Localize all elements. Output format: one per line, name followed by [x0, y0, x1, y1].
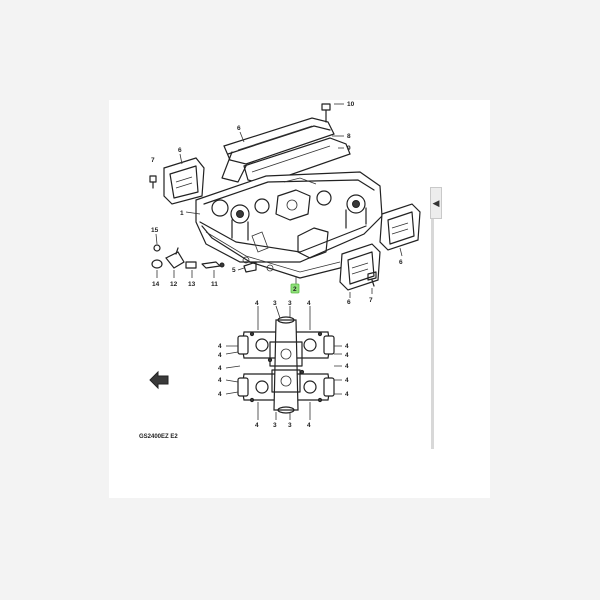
callout-4[interactable]: 4: [255, 422, 259, 429]
callout-labels: 10 8 9 6 7 6 1 15 5 14 12 13 11 6 6 7 2 …: [151, 101, 403, 429]
callout-9[interactable]: 9: [347, 145, 351, 152]
callout-11[interactable]: 11: [211, 281, 218, 288]
callout-4[interactable]: 4: [218, 391, 222, 398]
callout-4[interactable]: 4: [307, 300, 311, 307]
drawing-code: GS2400EZ E2: [139, 434, 178, 440]
callout-4[interactable]: 4: [345, 363, 349, 370]
small-parts: [149, 103, 403, 298]
side-rule: [431, 187, 434, 449]
callout-4[interactable]: 4: [345, 391, 349, 398]
callout-4[interactable]: 4: [255, 300, 259, 307]
callout-4[interactable]: 4: [218, 343, 222, 350]
callout-6-right[interactable]: 6: [399, 259, 403, 266]
callout-5[interactable]: 5: [232, 267, 236, 274]
callout-6-left[interactable]: 6: [178, 147, 182, 154]
callout-4[interactable]: 4: [307, 422, 311, 429]
front-direction-arrow-icon: [149, 370, 169, 390]
callout-3[interactable]: 3: [288, 422, 292, 429]
callout-4[interactable]: 4: [345, 343, 349, 350]
callout-1[interactable]: 1: [180, 210, 184, 217]
callout-3[interactable]: 3: [288, 300, 292, 307]
lower-plan-view: [225, 305, 342, 420]
arrow-left-icon: ◀: [432, 197, 440, 208]
callout-12[interactable]: 12: [170, 281, 178, 288]
callout-10[interactable]: 10: [347, 101, 355, 108]
top-cover-assembly: [221, 117, 351, 185]
callout-4[interactable]: 4: [345, 352, 349, 359]
collapse-panel-button[interactable]: ◀: [430, 187, 442, 219]
highlight-marker: [290, 283, 300, 294]
callout-7-left[interactable]: 7: [151, 157, 155, 164]
callout-8[interactable]: 8: [347, 133, 351, 140]
callout-4[interactable]: 4: [218, 377, 222, 384]
callout-14[interactable]: 14: [152, 281, 160, 288]
left-side-cover: [163, 157, 205, 205]
callout-4[interactable]: 4: [218, 352, 222, 359]
callout-13[interactable]: 13: [188, 281, 196, 288]
callout-2[interactable]: 2: [293, 286, 297, 293]
callout-3[interactable]: 3: [273, 422, 277, 429]
cylinder-head-body: [195, 171, 383, 263]
callout-4[interactable]: 4: [218, 365, 222, 372]
callout-6-right-lower[interactable]: 6: [347, 299, 351, 306]
callout-4[interactable]: 4: [345, 377, 349, 384]
callout-15[interactable]: 15: [151, 227, 159, 234]
callout-6-top[interactable]: 6: [237, 125, 241, 132]
callout-3[interactable]: 3: [273, 300, 277, 307]
right-side-covers: [339, 203, 421, 291]
callout-7-right[interactable]: 7: [369, 297, 373, 304]
